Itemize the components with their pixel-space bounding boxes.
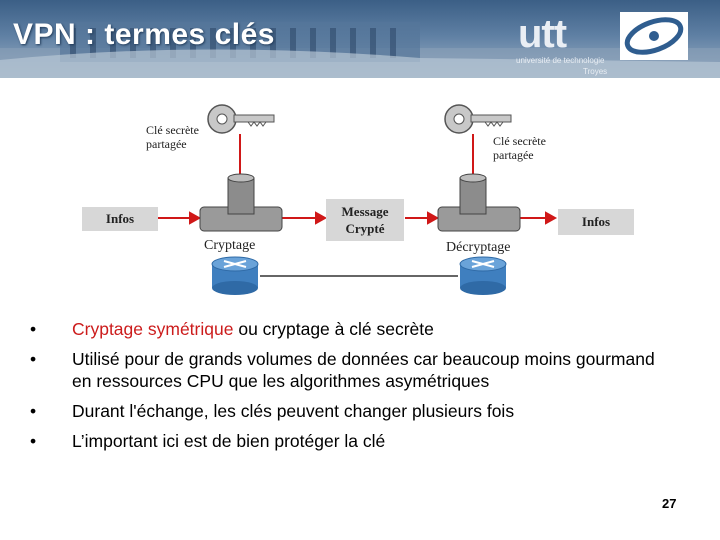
page-number: 27 <box>662 496 677 511</box>
bullet-item: Cryptage symétrique ou cryptage à clé se… <box>30 318 670 340</box>
bullet-text: Utilisé pour de grands volumes de donnée… <box>72 349 655 391</box>
cryptage-pipe-icon <box>199 173 283 232</box>
decryptage-label: Décryptage <box>446 240 511 255</box>
infos-left-box: Infos <box>82 207 158 231</box>
vpn-diagram <box>158 104 558 295</box>
cryptage-label: Cryptage <box>204 238 256 253</box>
utt-logo-city: Troyes <box>583 67 608 76</box>
bullet-text: L’important ici est de bien protéger la … <box>72 431 386 451</box>
key-left-label: Clé secrète partagée <box>146 123 199 151</box>
key-left-icon <box>207 104 275 134</box>
utt-logo-subtitle: université de technologie <box>516 56 605 65</box>
bullet-text: ou cryptage à clé secrète <box>233 319 434 339</box>
router-right-icon <box>459 256 507 295</box>
slide-header: VPN : termes clés utt université de tech… <box>0 0 720 78</box>
router-left-icon <box>211 256 259 295</box>
key-right-label: Clé secrète partagée <box>493 134 546 162</box>
bullet-item: Durant l'échange, les clés peuvent chang… <box>30 400 670 422</box>
utt-logo-text: utt <box>518 12 567 56</box>
bullet-text: Durant l'échange, les clés peuvent chang… <box>72 401 515 421</box>
slide-title: VPN : termes clés <box>13 18 275 51</box>
building-photo-background <box>0 22 720 78</box>
bullet-item: L’important ici est de bien protéger la … <box>30 430 670 452</box>
bullet-item: Utilisé pour de grands volumes de donnée… <box>30 348 670 392</box>
utt-logo-emblem <box>620 12 688 60</box>
key-right-icon <box>444 104 512 134</box>
decryptage-pipe-icon <box>437 173 521 232</box>
infos-right-box: Infos <box>558 209 634 235</box>
bullet-list: Cryptage symétrique ou cryptage à clé se… <box>30 318 670 460</box>
message-crypte-box: Message Crypté <box>326 199 404 241</box>
bullet-highlight: Cryptage symétrique <box>72 319 234 339</box>
